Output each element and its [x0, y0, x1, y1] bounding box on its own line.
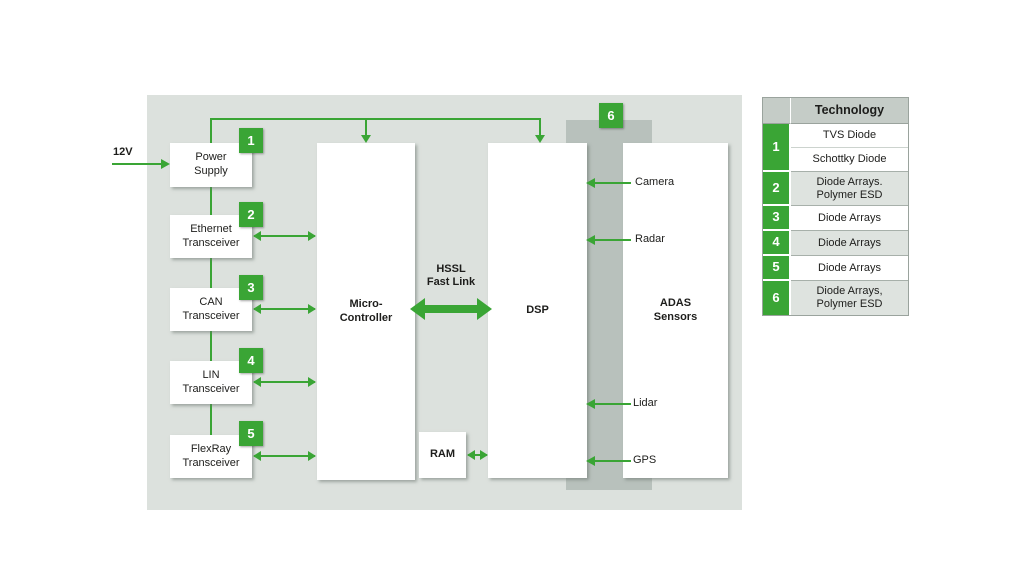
- table-tech-row-2: Diode Arrays. Polymer ESD: [791, 172, 908, 206]
- arrow-radar-dsp: [586, 235, 631, 245]
- technology-table: Technology 1 TVS Diode Schottky Diode 2 …: [762, 97, 909, 316]
- table-num-5: 5: [763, 256, 791, 281]
- table-num-6: 6: [763, 281, 791, 315]
- arrow-camera-dsp: [586, 178, 631, 188]
- arrow-ethernet-micro: [253, 231, 316, 241]
- protection-badge-2: 2: [239, 202, 263, 227]
- protection-badge-4: 4: [239, 348, 263, 373]
- arrow-lidar-dsp: [586, 399, 631, 409]
- sensor-label-lidar: Lidar: [633, 397, 658, 409]
- table-tech-tvs-diode: TVS Diode: [791, 124, 908, 148]
- arrow-lin-micro: [253, 377, 316, 387]
- table-tech-row-4: Diode Arrays: [791, 231, 908, 256]
- block-adas-sensors: ADAS Sensors: [623, 143, 728, 478]
- table-corner-cell: [763, 98, 791, 124]
- table-tech-schottky-diode: Schottky Diode: [791, 148, 908, 172]
- arrow-ram-dsp: [467, 450, 488, 460]
- block-power-supply: Power Supply: [170, 143, 252, 187]
- block-dsp: DSP: [488, 143, 587, 478]
- block-ram: RAM: [419, 432, 466, 478]
- table-num-2: 2: [763, 172, 791, 206]
- sensor-label-gps: GPS: [633, 454, 657, 466]
- supply-arrow-to-micro: [361, 118, 371, 143]
- arrow-flexray-micro: [253, 451, 316, 461]
- arrow-can-micro: [253, 304, 316, 314]
- table-header-technology: Technology: [791, 98, 908, 124]
- supply-arrow-to-dsp: [535, 118, 545, 143]
- block-ethernet-transceiver: Ethernet Transceiver: [170, 215, 252, 258]
- table-num-1: 1: [763, 124, 791, 172]
- block-can-transceiver: CAN Transceiver: [170, 288, 252, 331]
- hssl-fast-link-label: HSSL Fast Link: [426, 263, 476, 289]
- protection-badge-5: 5: [239, 421, 263, 446]
- table-tech-row-5: Diode Arrays: [791, 256, 908, 281]
- table-tech-row-3: Diode Arrays: [791, 206, 908, 231]
- hssl-fast-link-arrow: [410, 298, 492, 320]
- sensor-label-camera: Camera: [635, 176, 675, 188]
- supply-line-up: [210, 118, 212, 144]
- sensor-label-radar: Radar: [635, 233, 665, 245]
- block-micro-controller: Micro- Controller: [317, 143, 415, 480]
- supply-voltage-label: 12V: [113, 146, 133, 158]
- block-lin-transceiver: LIN Transceiver: [170, 361, 252, 404]
- table-tech-row-6: Diode Arrays, Polymer ESD: [791, 281, 908, 315]
- arrow-12v-to-power-supply: [112, 159, 170, 169]
- arrow-gps-dsp: [586, 456, 631, 466]
- protection-badge-3: 3: [239, 275, 263, 300]
- protection-badge-1: 1: [239, 128, 263, 153]
- block-flexray-transceiver: FlexRay Transceiver: [170, 435, 252, 478]
- table-num-3: 3: [763, 206, 791, 231]
- table-num-4: 4: [763, 231, 791, 256]
- supply-line-top: [210, 118, 541, 120]
- protection-badge-6: 6: [599, 103, 623, 128]
